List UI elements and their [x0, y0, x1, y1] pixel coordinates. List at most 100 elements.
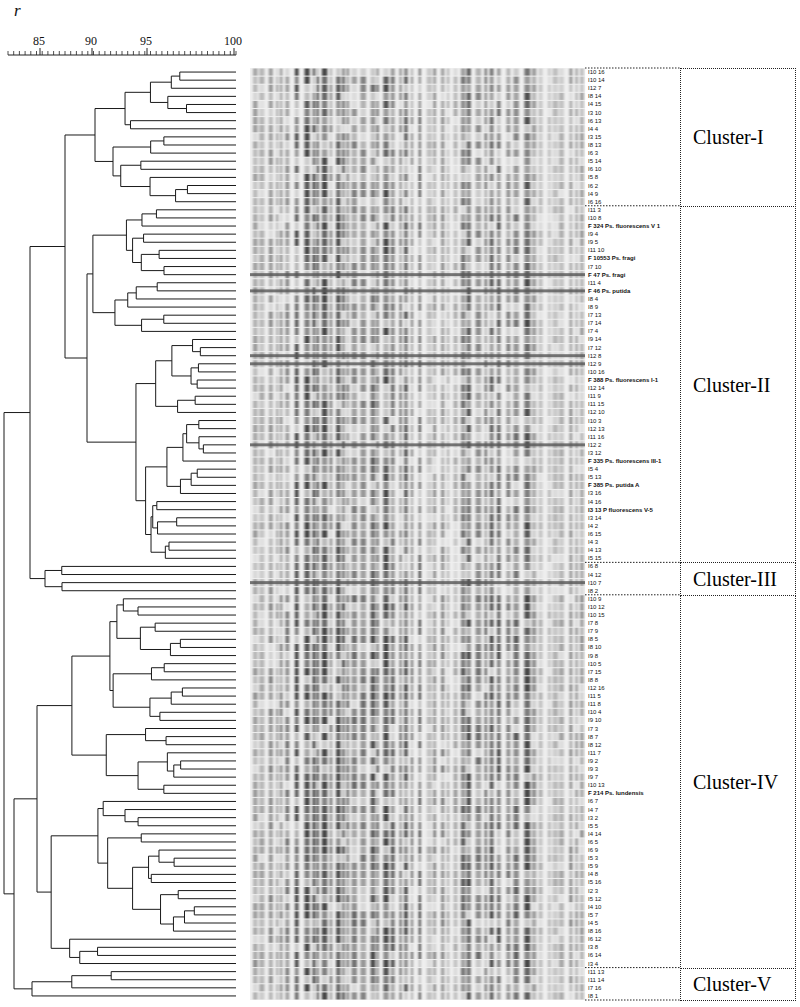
- gel-band: [280, 69, 283, 76]
- gel-band: [276, 85, 278, 92]
- gel-band: [313, 109, 316, 116]
- gel-band: [383, 320, 388, 327]
- gel-band: [532, 312, 536, 319]
- gel-band: [305, 263, 310, 270]
- gel-band: [404, 393, 408, 400]
- gel-band: [580, 239, 584, 246]
- gel-band: [342, 150, 345, 157]
- gel-band: [548, 401, 551, 408]
- gel-band: [532, 101, 536, 108]
- gel-band: [433, 255, 436, 262]
- gel-band: [352, 336, 357, 343]
- gel-band: [532, 344, 536, 351]
- gel-band: [575, 239, 578, 246]
- gel-band: [336, 109, 340, 116]
- gel-band: [559, 117, 564, 124]
- gel-band: [322, 166, 327, 173]
- gel-band: [391, 174, 395, 181]
- gel-band: [447, 69, 449, 76]
- gel-band: [454, 198, 458, 205]
- gel-band: [371, 263, 376, 270]
- gel-band: [253, 231, 258, 238]
- gel-band: [346, 222, 349, 229]
- gel-band: [360, 312, 366, 319]
- gel-band: [352, 214, 357, 221]
- gel-band: [342, 93, 345, 100]
- gel-band: [485, 222, 488, 229]
- gel-band: [269, 231, 273, 238]
- gel-band: [548, 182, 551, 189]
- gel-band: [427, 150, 432, 157]
- gel-band: [539, 328, 543, 335]
- gel-band: [467, 320, 471, 327]
- gel-band: [485, 393, 488, 400]
- gel-band: [441, 255, 444, 262]
- gel-band: [352, 255, 357, 262]
- gel-band: [404, 255, 408, 262]
- gel-band: [524, 77, 530, 84]
- gel-band: [548, 117, 551, 124]
- gel-band: [322, 101, 327, 108]
- gel-band: [411, 304, 413, 311]
- gel-band: [352, 320, 357, 327]
- gel-band: [476, 182, 481, 189]
- gel-band: [490, 158, 494, 165]
- gel-band: [376, 69, 379, 76]
- gel-band: [559, 109, 564, 116]
- gel-band: [346, 109, 349, 116]
- gel-band: [433, 263, 436, 270]
- gel-band: [383, 214, 388, 221]
- gel-band: [280, 368, 283, 375]
- gel-band: [295, 190, 299, 197]
- gel-band: [342, 279, 345, 286]
- gel-band: [524, 336, 530, 343]
- gel-band: [569, 198, 572, 205]
- gel-band: [269, 247, 273, 254]
- gel-band: [411, 141, 413, 148]
- gel-band: [569, 174, 572, 181]
- gel-band: [569, 109, 572, 116]
- gel-band: [411, 182, 413, 189]
- gel-band: [253, 166, 258, 173]
- gel-band: [253, 190, 258, 197]
- gel-band: [276, 385, 278, 392]
- gel-band: [276, 344, 278, 351]
- gel-band: [352, 376, 357, 383]
- gel-band: [433, 206, 436, 213]
- gel-band: [276, 166, 278, 173]
- gel-band: [447, 312, 449, 319]
- gel-band: [454, 117, 458, 124]
- gel-band: [342, 85, 345, 92]
- gel-band: [447, 247, 449, 254]
- gel-band: [400, 77, 402, 84]
- gel-band: [259, 368, 264, 375]
- gel-band: [559, 93, 564, 100]
- gel-band: [454, 393, 458, 400]
- gel-band: [514, 182, 519, 189]
- gel-band: [553, 312, 558, 319]
- gel-band: [383, 85, 388, 92]
- gel-band: [376, 279, 379, 286]
- gel-band: [454, 247, 458, 254]
- gel-band: [383, 279, 388, 286]
- gel-band: [553, 101, 558, 108]
- gel-band: [376, 263, 379, 270]
- gel-band: [454, 69, 458, 76]
- gel-band: [330, 401, 333, 408]
- gel-band: [376, 158, 379, 165]
- gel-band: [346, 336, 349, 343]
- gel-band: [383, 158, 388, 165]
- gel-band: [352, 295, 357, 302]
- gel-band: [322, 328, 327, 335]
- gel-band: [441, 101, 444, 108]
- gel-band: [433, 239, 436, 246]
- gel-band: [336, 328, 340, 335]
- gel-band: [419, 255, 421, 262]
- gel-band: [476, 312, 481, 319]
- gel-band: [539, 376, 543, 383]
- gel-band: [532, 158, 536, 165]
- gel-band: [360, 69, 366, 76]
- gel-band: [391, 295, 395, 302]
- gel-band: [305, 393, 310, 400]
- gel-band: [404, 239, 408, 246]
